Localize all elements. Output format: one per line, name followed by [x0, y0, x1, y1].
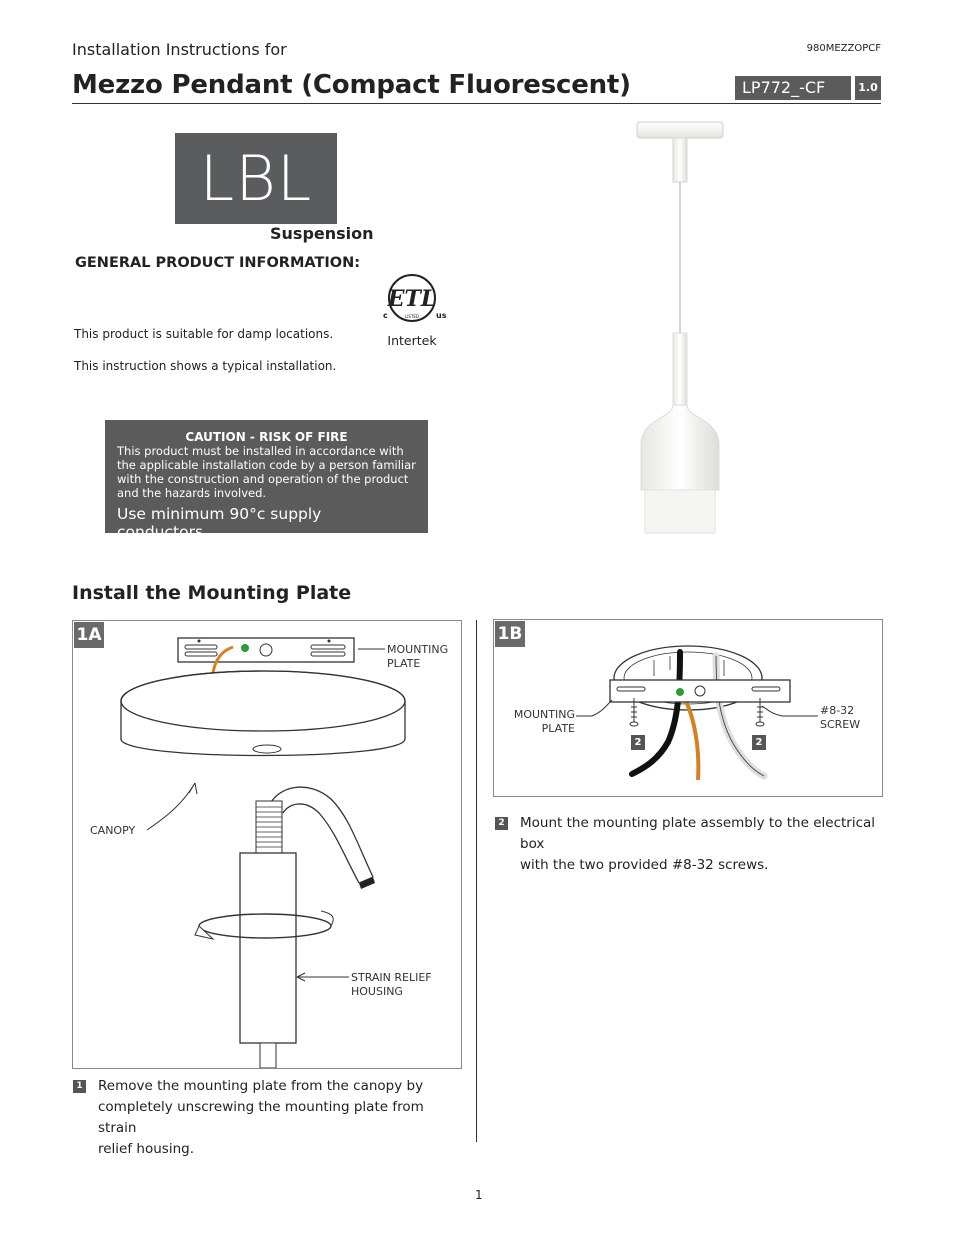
step-marker-right: 2 — [752, 735, 766, 750]
svg-text:us: us — [436, 311, 447, 320]
electrical-box-diagram — [576, 645, 818, 781]
info-damp-locations: This product is suitable for damp locati… — [74, 327, 334, 341]
header-rule — [72, 103, 881, 104]
label-canopy: CANOPY — [90, 824, 136, 837]
intertek-label: Intertek — [387, 333, 437, 348]
model-number-badge: LP772_-CF — [735, 76, 851, 100]
step-1-text: Remove the mounting plate from the canop… — [98, 1078, 424, 1157]
step-number-2: 2 — [495, 817, 508, 830]
pre-title: Installation Instructions for — [72, 40, 287, 59]
svg-text:LISTED: LISTED — [405, 314, 419, 319]
etl-mark-text: ETL — [387, 286, 437, 312]
etl-icon: ETL LISTED c us Intertek — [383, 274, 447, 348]
logo-subtitle: Suspension — [270, 224, 374, 243]
panel-tag-1b: 1B — [495, 621, 525, 647]
caution-title: CAUTION - RISK OF FIRE — [185, 430, 348, 444]
diagram-panel-1a: 1A — [72, 620, 462, 1069]
general-info-heading: GENERAL PRODUCT INFORMATION: — [75, 255, 361, 271]
page-number: 1 — [475, 1188, 483, 1202]
caution-body: This product must be installed in accord… — [117, 444, 416, 500]
caution-supply-conductors: Use minimum 90°c supply conductors. — [117, 505, 322, 541]
version-badge: 1.0 — [855, 76, 881, 100]
mounting-plate-diagram — [120, 637, 406, 1068]
document-number: 980MEZZOPCF — [806, 43, 881, 54]
panel-tag-1a: 1A — [74, 622, 104, 648]
step-2-text: Mount the mounting plate assembly to the… — [520, 815, 876, 873]
page-title: Mezzo Pendant (Compact Fluorescent) — [72, 70, 631, 100]
step-marker-left: 2 — [631, 735, 645, 750]
step-number-1: 1 — [73, 1080, 86, 1093]
etl-certification-mark: ETL LISTED c us Intertek — [380, 274, 450, 350]
column-divider — [476, 620, 477, 1142]
svg-text:c: c — [383, 311, 388, 320]
pendant-illustration — [625, 118, 735, 538]
section-title: Install the Mounting Plate — [72, 582, 352, 604]
caution-box: CAUTION - RISK OF FIRE This product must… — [105, 420, 428, 541]
info-typical-installation: This instruction shows a typical install… — [74, 359, 337, 373]
brand-logo: LBL — [175, 133, 337, 224]
